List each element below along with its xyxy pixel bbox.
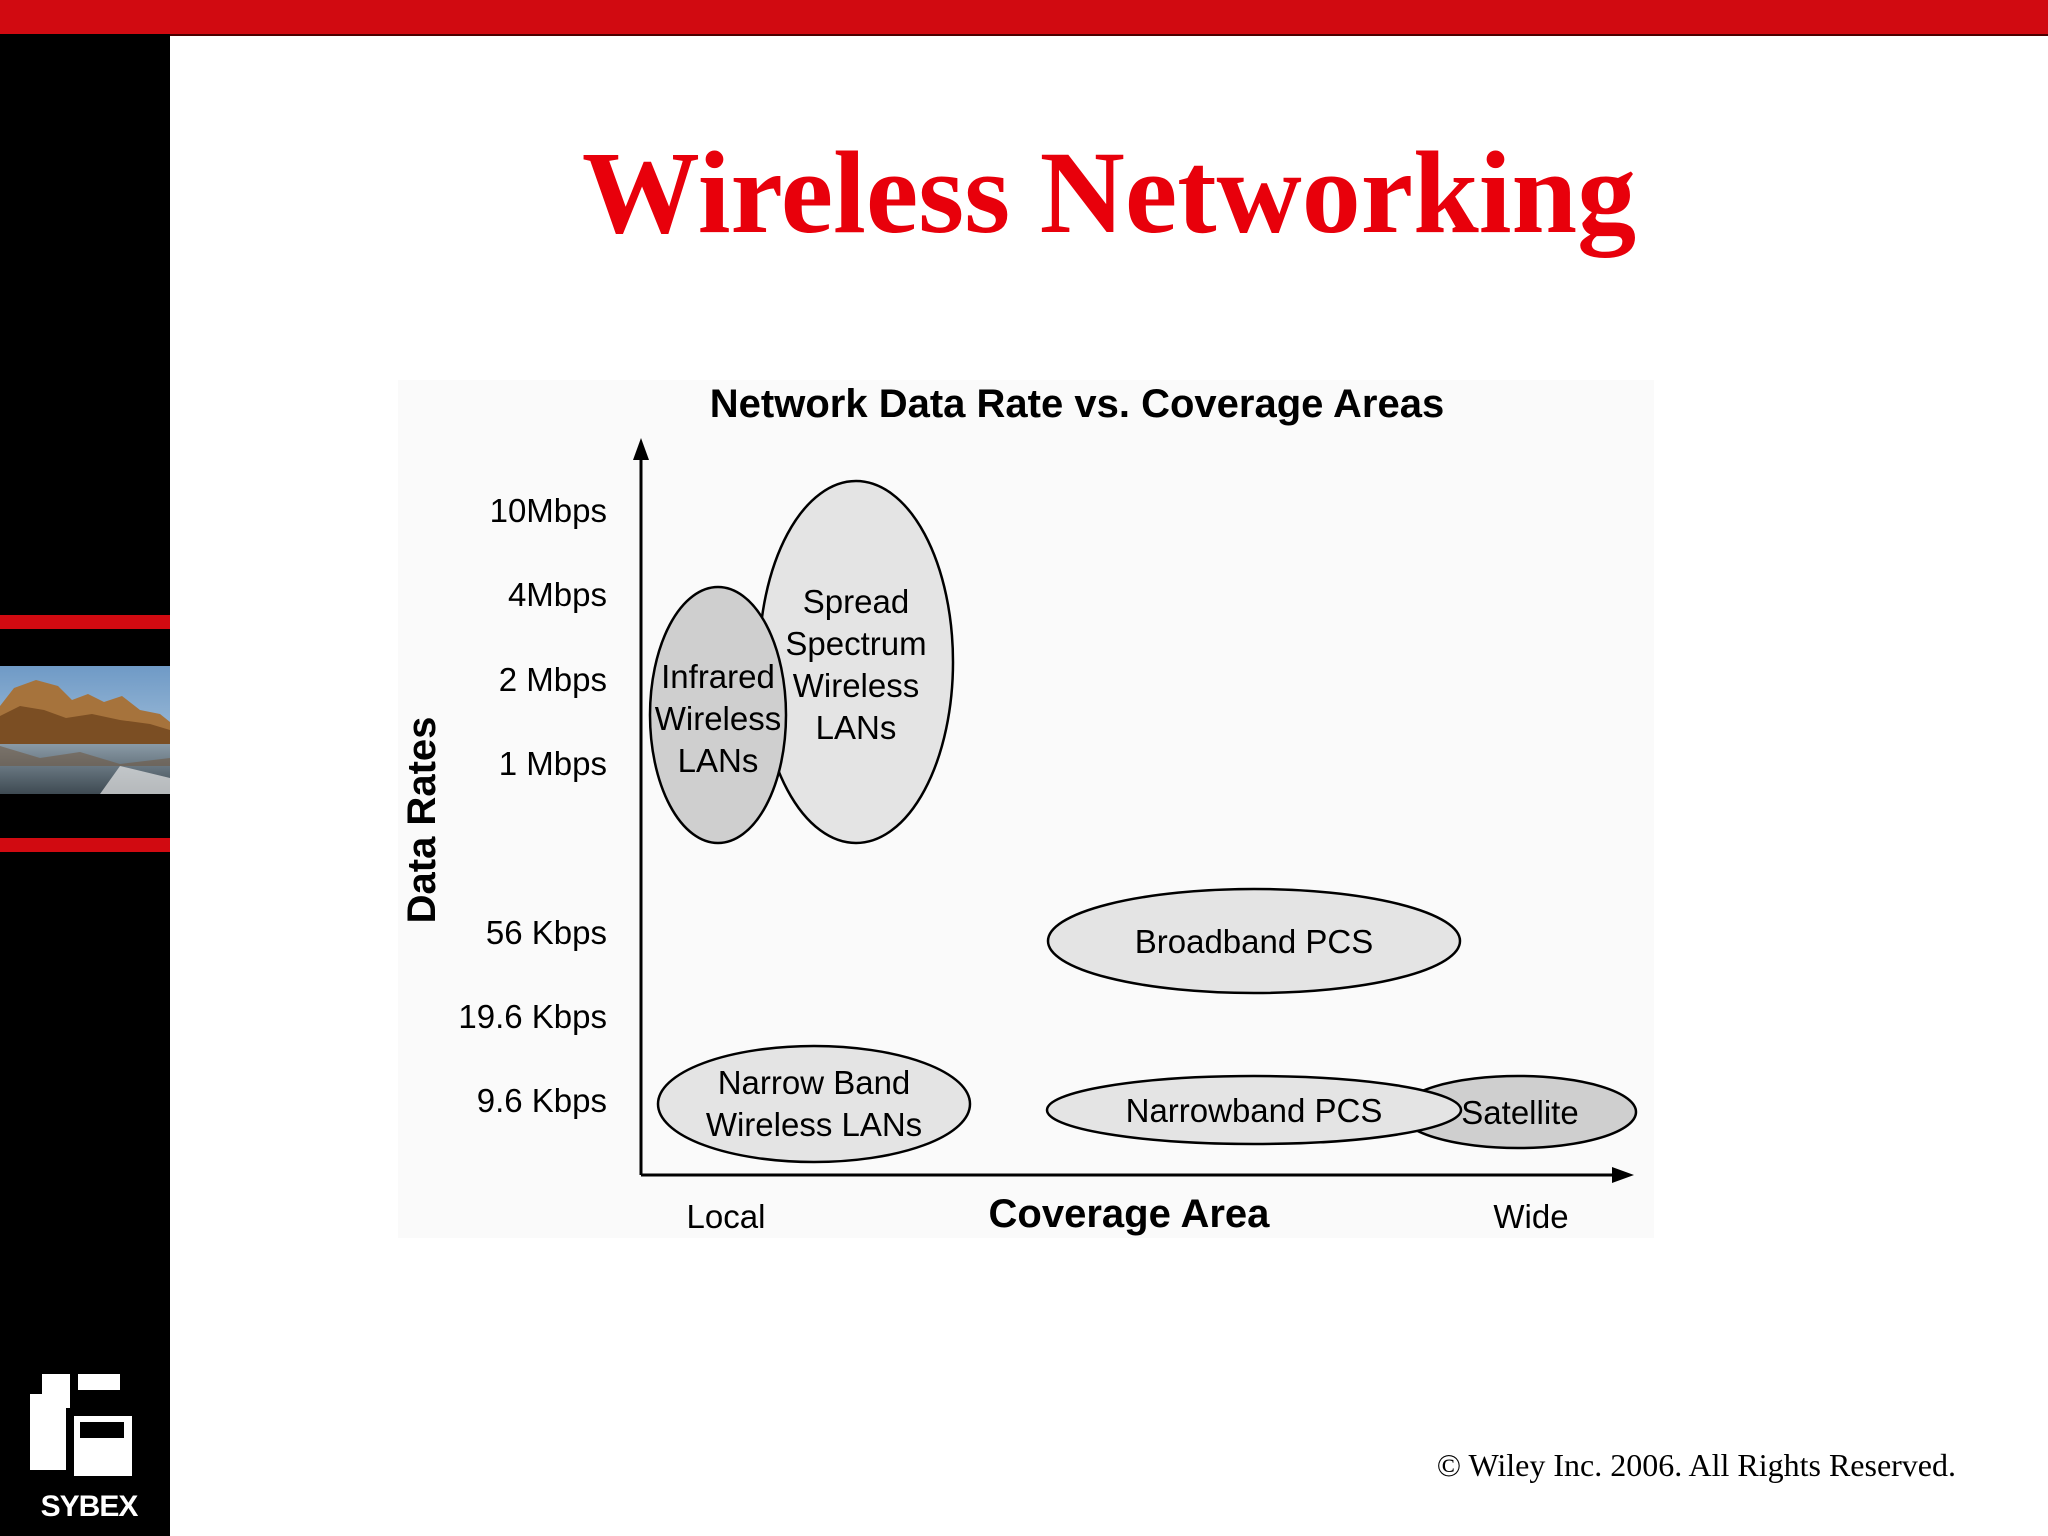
region-label: Spectrum bbox=[785, 625, 926, 662]
region-label: Infrared bbox=[661, 658, 775, 695]
region-label: LANs bbox=[816, 709, 897, 746]
region-ellipse bbox=[1045, 1074, 1463, 1146]
region-label: Wireless bbox=[793, 667, 920, 704]
region-label: Spread bbox=[803, 583, 909, 620]
region-broadband-pcs: Broadband PCS bbox=[1046, 887, 1462, 995]
y-tick-label: 4Mbps bbox=[508, 576, 607, 613]
region-label: Narrowband PCS bbox=[1126, 1092, 1383, 1129]
x-max-label: Wide bbox=[1493, 1198, 1568, 1235]
data-rate-coverage-diagram: Network Data Rate vs. Coverage Areas Dat… bbox=[398, 380, 1654, 1238]
y-tick-label: 2 Mbps bbox=[499, 661, 607, 698]
sybex-logo: SYBEX bbox=[14, 1360, 154, 1523]
y-tick-label: 10Mbps bbox=[490, 492, 607, 529]
sidebar-red-stripe-bottom bbox=[0, 838, 170, 852]
region-label: Wireless LANs bbox=[706, 1106, 922, 1143]
region-label: LANs bbox=[678, 742, 759, 779]
copyright-notice: © Wiley Inc. 2006. All Rights Reserved. bbox=[1436, 1447, 1956, 1483]
region-label-satellite: Satellite bbox=[1461, 1094, 1578, 1131]
y-axis-label: Data Rates bbox=[400, 717, 444, 924]
region-infrared-wireless-lans: Infrared Wireless LANs bbox=[648, 585, 788, 845]
y-axis-arrow bbox=[633, 438, 649, 460]
x-axis-label: Coverage Area bbox=[989, 1192, 1271, 1236]
diagram-title: Network Data Rate vs. Coverage Areas bbox=[710, 382, 1444, 426]
region-spread-spectrum-wireless-lans: Spread Spectrum Wireless LANs bbox=[757, 479, 955, 845]
y-tick-label: 1 Mbps bbox=[499, 745, 607, 782]
region-narrowband-pcs: Narrowband PCS bbox=[1045, 1074, 1463, 1146]
top-red-bar bbox=[0, 0, 2048, 34]
y-tick-label: 56 Kbps bbox=[486, 914, 607, 951]
photo-image bbox=[0, 666, 170, 794]
region-label: Broadband PCS bbox=[1135, 923, 1374, 960]
region-ellipse bbox=[757, 479, 955, 845]
sybex-logo-text: SYBEX bbox=[40, 1490, 139, 1523]
y-tick-label: 9.6 Kbps bbox=[477, 1082, 607, 1119]
x-min-label: Local bbox=[687, 1198, 766, 1235]
top-bar-shadow-line bbox=[170, 34, 2048, 36]
region-ellipse bbox=[648, 585, 788, 845]
sybex-logo-icon bbox=[30, 1374, 132, 1476]
region-label: Wireless bbox=[655, 700, 782, 737]
region-ellipse bbox=[656, 1044, 972, 1164]
slide-title: Wireless Networking bbox=[581, 127, 1637, 258]
region-label: Narrow Band bbox=[718, 1064, 911, 1101]
y-tick-label: 19.6 Kbps bbox=[458, 998, 607, 1035]
x-axis-arrow bbox=[1612, 1167, 1634, 1183]
coastal-rock-photo bbox=[0, 666, 170, 794]
region-ellipse bbox=[1046, 887, 1462, 995]
sidebar-red-stripe-top bbox=[0, 615, 170, 629]
region-narrow-band-wireless-lans: Narrow Band Wireless LANs bbox=[656, 1044, 972, 1164]
